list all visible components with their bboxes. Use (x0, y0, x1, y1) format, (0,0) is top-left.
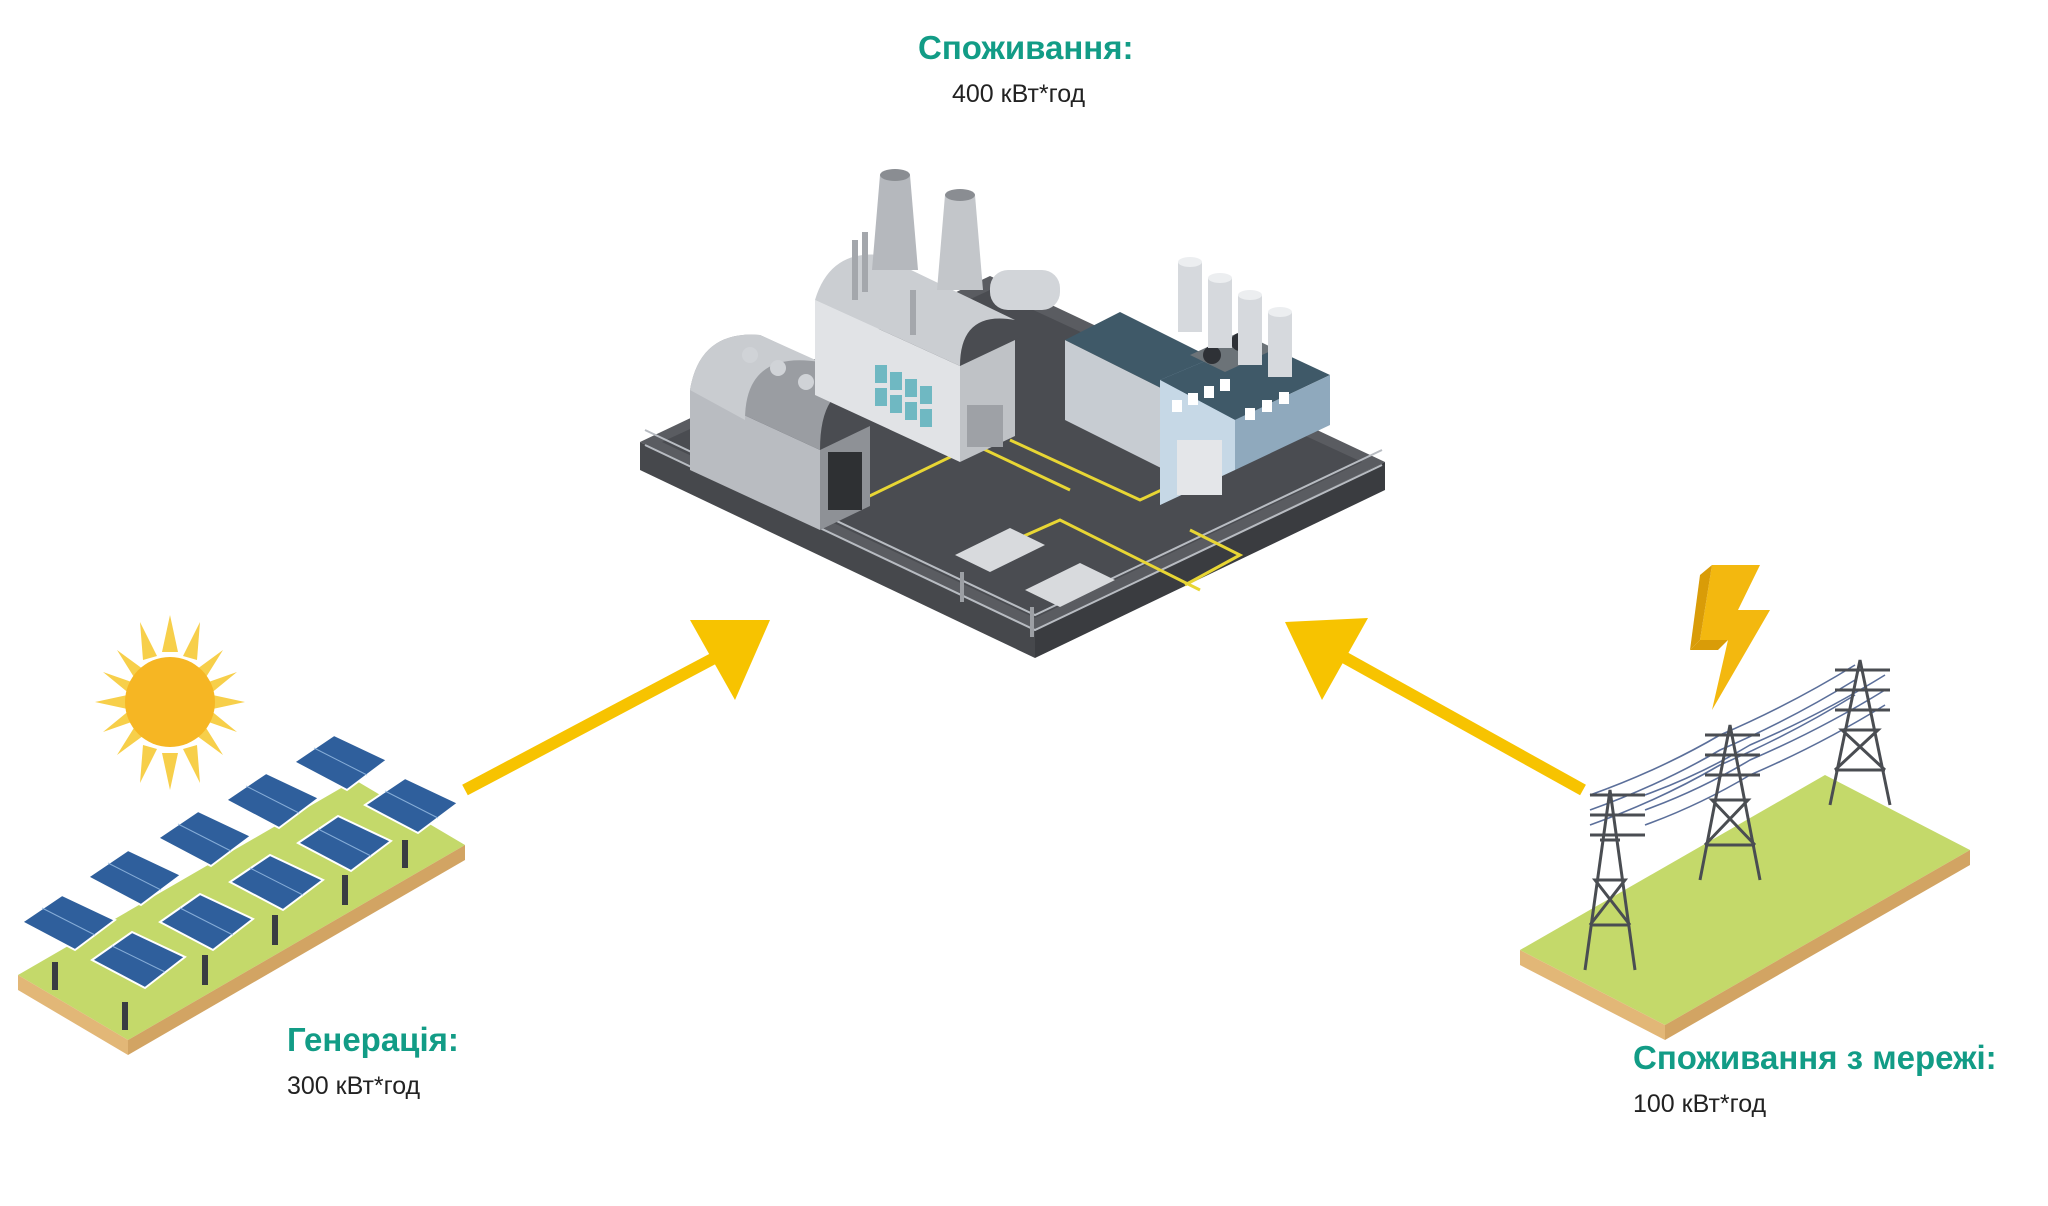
arrow-left-up-icon (1285, 618, 1586, 796)
consumption-label: Споживання: 400 кВт*год (918, 28, 1133, 110)
grid-consumption-title: Споживання з мережі: (1633, 1039, 1997, 1076)
grid-consumption-label: Споживання з мережі: 100 кВт*год (1633, 1038, 1997, 1120)
arrow-right-up-icon (462, 620, 770, 796)
grid-consumption-value: 100 кВт*год (1633, 1089, 1767, 1118)
solar-farm-icon (18, 733, 465, 1055)
generation-title: Генерація: (287, 1021, 459, 1058)
generation-label: Генерація: 300 кВт*год (287, 1020, 459, 1102)
generation-value: 300 кВт*год (287, 1071, 421, 1100)
lightning-bolt-icon (1690, 565, 1770, 710)
power-line-icon (1520, 659, 1970, 1040)
sun-icon (95, 615, 245, 790)
factory-icon (640, 169, 1385, 658)
consumption-value: 400 кВт*год (952, 79, 1086, 108)
consumption-title: Споживання: (918, 29, 1134, 66)
